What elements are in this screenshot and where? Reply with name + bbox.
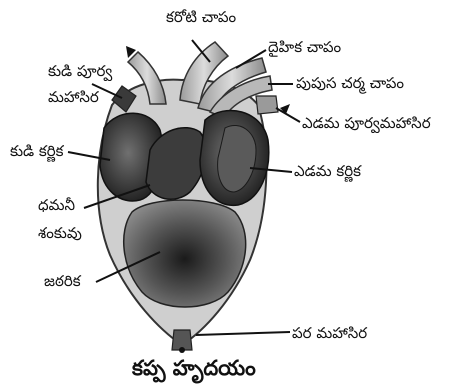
arrow-down-right xyxy=(280,104,290,114)
leader-postcaval xyxy=(196,332,290,335)
label-truncus-line2: శంకువు xyxy=(38,224,82,242)
postcaval-opening xyxy=(179,347,185,353)
label-systemic-arch: దైహిక చాపం xyxy=(268,38,341,56)
label-right-precaval-line2: మహాసిర xyxy=(48,88,99,106)
label-carotid-arch: కరోటి చాపం xyxy=(166,8,236,26)
label-postcaval: పర మహాసిర xyxy=(292,324,367,342)
label-ventricle: జఠరిక xyxy=(44,272,81,290)
leader-left-precaval xyxy=(276,108,300,122)
label-right-precaval-line1: కుడి పూర్వ xyxy=(48,62,112,80)
ventricle-shape xyxy=(124,200,246,307)
label-pulmocutaneous-arch: పుపుస చర్మ చాపం xyxy=(296,74,404,92)
diagram-caption: కప్ప హృదయం xyxy=(132,356,256,386)
label-right-auricle: కుడి కర్ణిక xyxy=(10,142,63,160)
left-precaval-shape xyxy=(256,96,278,114)
label-truncus-line1: ధమనీ xyxy=(38,196,75,214)
label-left-auricle: ఎడమ కర్ణిక xyxy=(294,162,361,180)
label-left-precaval: ఎడమ పూర్వమహాసిర xyxy=(302,114,431,132)
